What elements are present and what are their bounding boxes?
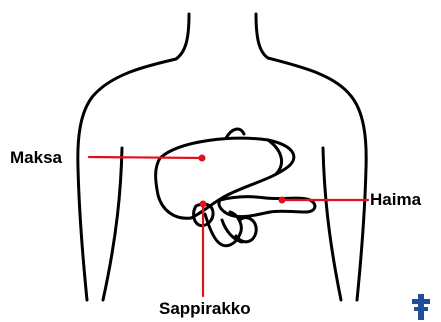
- right-inner-arm-line: [323, 148, 341, 300]
- left-inner-arm-line: [103, 148, 122, 300]
- liver-pointer-dot: [200, 156, 205, 161]
- left-shoulder-outline: [78, 59, 176, 300]
- neck-left-line: [176, 14, 189, 59]
- pancreas-pointer-dot: [280, 198, 285, 203]
- liver-label: Maksa: [10, 149, 62, 166]
- cross-logo-icon: [411, 294, 431, 320]
- right-shoulder-outline: [268, 58, 366, 300]
- gallbladder-pointer-dot: [201, 202, 206, 207]
- stomach-shape: [226, 129, 282, 174]
- liver-shape: [156, 138, 294, 218]
- liver-pointer-line: [89, 157, 202, 158]
- pancreas-label: Haima: [370, 191, 421, 208]
- gallbladder-label: Sappirakko: [159, 300, 251, 317]
- neck-right-line: [256, 14, 268, 58]
